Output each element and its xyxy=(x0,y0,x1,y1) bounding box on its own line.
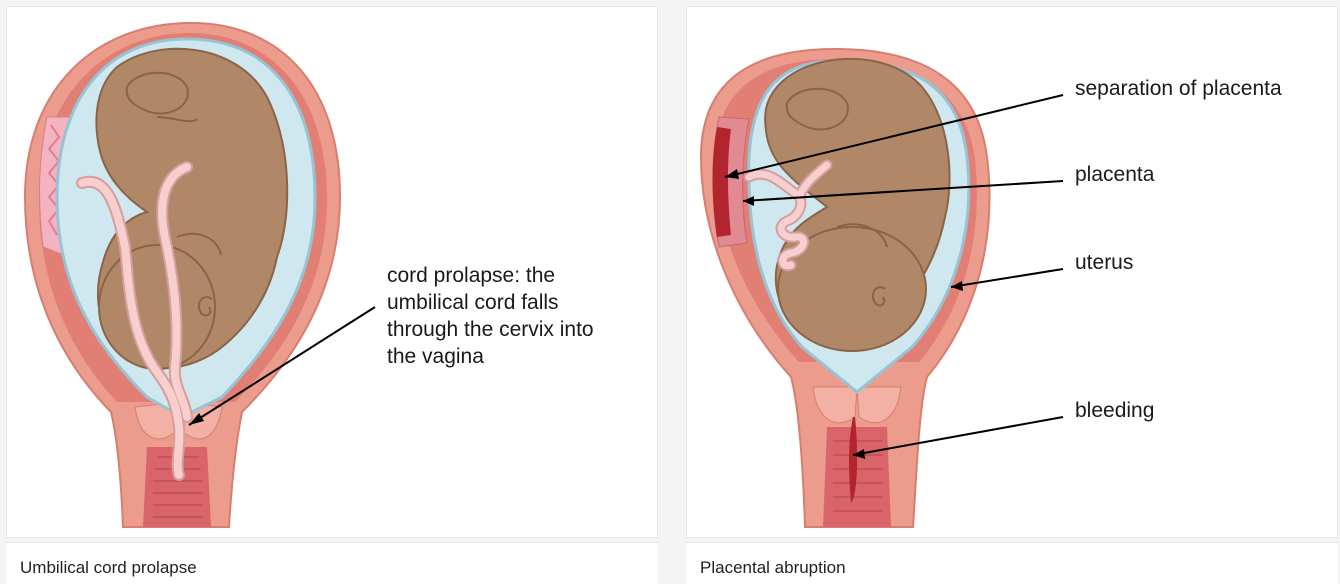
placenta-label: placenta xyxy=(1075,163,1155,186)
uterus-label: uterus xyxy=(1075,251,1133,274)
bleeding-label: bleeding xyxy=(1075,399,1154,422)
cord-prolapse-line-2: umbilical cord falls xyxy=(387,291,559,314)
placental-abruption-panel: separation of placenta placenta uterus b… xyxy=(686,6,1338,538)
cord-prolapse-line-1: cord prolapse: the xyxy=(387,264,555,287)
cord-prolapse-label: cord prolapse: the umbilical cord falls … xyxy=(387,264,599,368)
cord-prolapse-diagram: cord prolapse: the umbilical cord falls … xyxy=(7,7,659,539)
separation-label: separation of placenta xyxy=(1075,77,1282,100)
placental-abruption-caption: Placental abruption xyxy=(686,542,1338,584)
vagina xyxy=(823,427,891,527)
cord-prolapse-line-4: the vagina xyxy=(387,345,484,368)
placental-abruption-diagram: separation of placenta placenta uterus b… xyxy=(687,7,1339,539)
cord-prolapse-caption: Umbilical cord prolapse xyxy=(6,542,658,584)
cord-prolapse-line-3: through the cervix into xyxy=(387,318,594,341)
cord-prolapse-panel: cord prolapse: the umbilical cord falls … xyxy=(6,6,658,538)
